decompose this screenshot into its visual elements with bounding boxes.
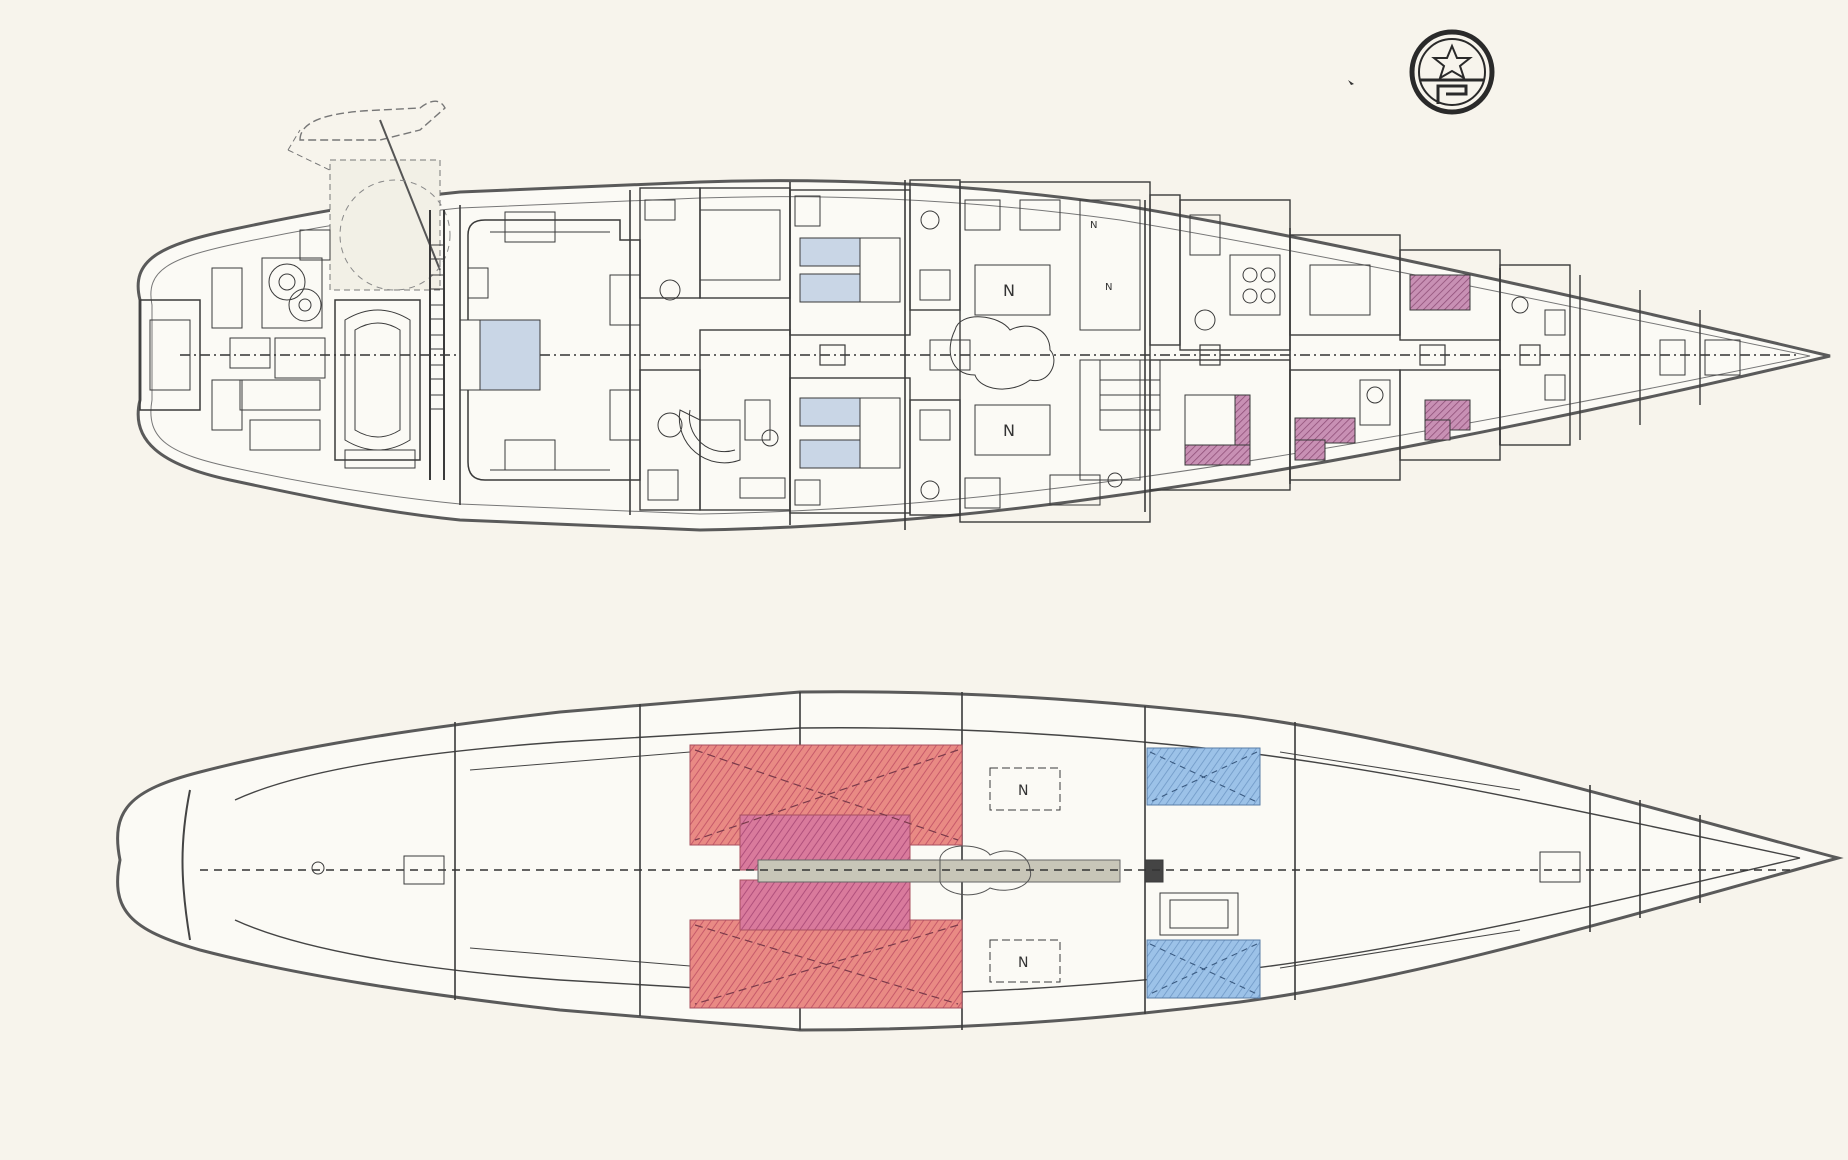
accommodation-plan: N N N N bbox=[136, 100, 1831, 532]
cursor-mark-icon bbox=[1348, 80, 1354, 85]
mast-mark-2: N bbox=[1105, 282, 1112, 293]
table-mark-1: N bbox=[1003, 281, 1015, 300]
tender-outline bbox=[299, 100, 446, 141]
fuel-tank-stbd-inner bbox=[739, 879, 911, 931]
owner-berth bbox=[469, 319, 541, 391]
tank-plan: N N bbox=[116, 690, 1844, 1032]
table-mark-2: N bbox=[1003, 421, 1015, 440]
lower-mark-2: N bbox=[1018, 955, 1028, 971]
builder-logo-icon bbox=[1409, 29, 1495, 115]
lower-mark-1: N bbox=[1018, 783, 1028, 799]
crew-bunk-hatched-1 bbox=[1409, 274, 1471, 311]
mast-mark-1: N bbox=[1090, 220, 1097, 231]
keel-shaft bbox=[757, 859, 1121, 883]
